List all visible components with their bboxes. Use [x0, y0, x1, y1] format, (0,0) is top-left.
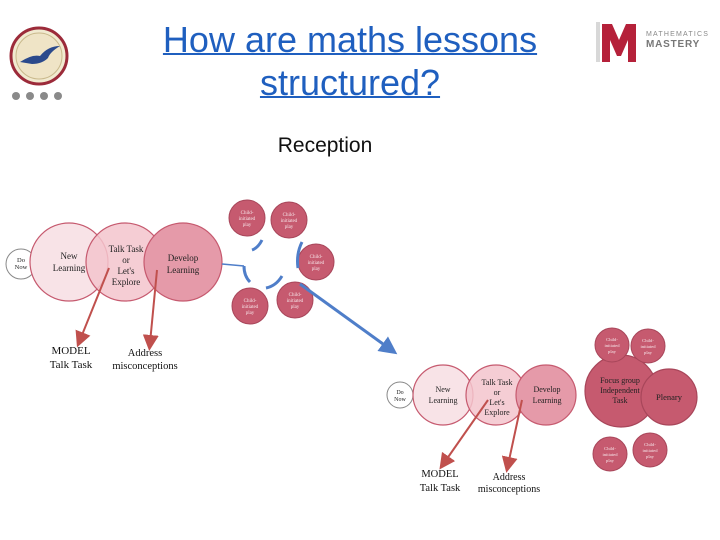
fg-3: Task [613, 396, 628, 405]
a-2: misconceptions [112, 361, 177, 372]
plenary-circle [640, 368, 698, 426]
title-line2: structured? [259, 62, 441, 103]
dl-1: Develop [168, 253, 199, 263]
nl-1: New [61, 251, 78, 261]
a-1: Address [128, 348, 162, 359]
fg-2: Independent [600, 386, 640, 395]
progression-arrow [299, 282, 398, 355]
model-arrow [75, 267, 110, 348]
tt2-4: Explore [484, 408, 510, 417]
a2-1: Address [493, 472, 526, 483]
title-line1: How are maths lessons [162, 19, 538, 60]
address-label: Address misconceptions [112, 348, 177, 372]
tt2-3: Let's [489, 398, 504, 407]
tt2-1: Talk Task [482, 378, 513, 387]
a2-2: misconceptions [478, 484, 540, 495]
m2-2: Talk Task [420, 483, 461, 494]
tt-2: or [122, 255, 130, 265]
cycle-arrow [251, 239, 264, 252]
page-title: How are maths lessons structured? [120, 18, 580, 104]
dl2-1: Develop [533, 385, 560, 394]
mathematics-mastery-logo: MATHEMATICS MASTERY [596, 18, 710, 66]
model-arrow-2 [439, 399, 489, 470]
nl2-1: New [435, 385, 450, 394]
plenary-label: Plenary [656, 392, 683, 402]
dl-2: Learning [167, 265, 200, 275]
dl2-2: Learning [533, 396, 562, 405]
model-label-2: MODEL Talk Task [420, 469, 461, 494]
address-arrow-2 [501, 399, 523, 473]
address-arrow [142, 269, 159, 351]
m-1: MODEL [51, 345, 90, 357]
develop-learning-circle-2 [515, 364, 577, 426]
school-logo [6, 24, 72, 104]
develop-learning-circle [143, 222, 223, 302]
nl-2: Learning [53, 263, 86, 273]
brand-line2: MASTERY [646, 39, 701, 50]
m2-1: MODEL [421, 469, 458, 480]
new-learning-circle-2 [412, 364, 474, 426]
nl2-2: Learning [429, 396, 458, 405]
tt2-2: or [494, 388, 501, 397]
model-label: MODEL Talk Task [50, 345, 93, 371]
m-2: Talk Task [50, 359, 93, 371]
bird-icon [20, 46, 60, 64]
tt-4: Explore [112, 277, 141, 287]
subtitle: Reception [277, 134, 373, 157]
brand-line1: MATHEMATICS [646, 31, 710, 38]
tt-3: Let's [117, 266, 135, 276]
fg-1: Focus group [600, 376, 640, 385]
tt-1: Talk Task [109, 244, 144, 254]
